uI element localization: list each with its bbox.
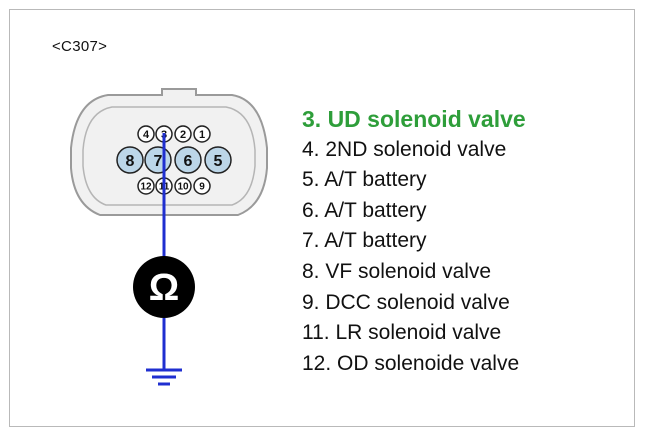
- pin-description-item: 7. A/T battery: [302, 229, 427, 253]
- pin-number: 10: [177, 182, 189, 193]
- pin-hole: [116, 146, 144, 174]
- pin-number: 2: [180, 129, 186, 141]
- pin-number: 8: [126, 153, 135, 170]
- pin-description-item: 12. OD solenoide valve: [302, 351, 520, 375]
- pin-number: 6: [184, 153, 193, 170]
- pin-number: 7: [154, 153, 163, 170]
- pin-description-item: 5. A/T battery: [302, 168, 427, 192]
- diagram-frame: [9, 9, 635, 427]
- pin-description-item: 8. VF solenoid valve: [302, 259, 492, 283]
- pin-row-middle: 8 7 6 5: [116, 146, 232, 174]
- pin-description-item: 4. 2ND solenoid valve: [302, 137, 507, 161]
- pin-hole: [137, 177, 155, 195]
- ground-icon: [146, 368, 182, 386]
- pin-hole: [204, 146, 232, 174]
- pin-number: 1: [199, 129, 205, 141]
- ohmmeter-symbol: [133, 256, 195, 318]
- pin-hole: [193, 177, 211, 195]
- pin-number: 4: [143, 129, 150, 141]
- pin-description-item: 6. A/T battery: [302, 198, 427, 222]
- pin-hole: [174, 177, 192, 195]
- pin-hole: [174, 146, 202, 174]
- pin-description-item: 9. DCC solenoid valve: [302, 290, 510, 314]
- pin-number: 9: [199, 182, 205, 193]
- connector-housing-inner: [82, 106, 256, 206]
- pin-hole: [193, 125, 211, 143]
- pin-description-item: 11. LR solenoid valve: [302, 321, 502, 345]
- pin-hole: [174, 125, 192, 143]
- pin-description-list: 3. UD solenoid valve 4. 2ND solenoid valv…: [302, 104, 526, 379]
- pin-number: 12: [140, 182, 152, 193]
- connector-id-label: <C307>: [52, 38, 108, 55]
- pin-description-item: 3. UD solenoid valve: [302, 106, 526, 132]
- ohm-icon: Ω: [149, 267, 179, 309]
- pin-row-top: 4321: [137, 125, 211, 143]
- pin-hole: [137, 125, 155, 143]
- pin-number: 5: [214, 153, 223, 170]
